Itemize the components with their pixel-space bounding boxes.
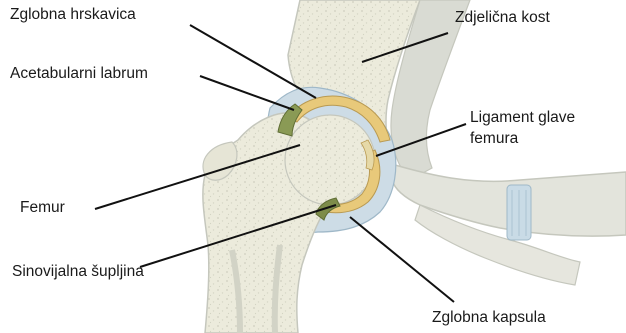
label-ligament-line1: Ligament glave	[470, 108, 575, 128]
label-articular-cartilage: Zglobna hrskavica	[10, 5, 136, 25]
label-pelvic-bone: Zdjelična kost	[455, 8, 550, 28]
label-joint-capsule: Zglobna kapsula	[432, 308, 546, 328]
label-acetabular-labrum: Acetabularni labrum	[10, 64, 148, 84]
label-femur: Femur	[20, 198, 65, 218]
femoral-head	[285, 115, 375, 205]
label-synovial-cavity: Sinovijalna šupljina	[12, 262, 144, 282]
leader-labrum	[200, 76, 294, 110]
label-ligament-line2: femura	[470, 129, 518, 149]
